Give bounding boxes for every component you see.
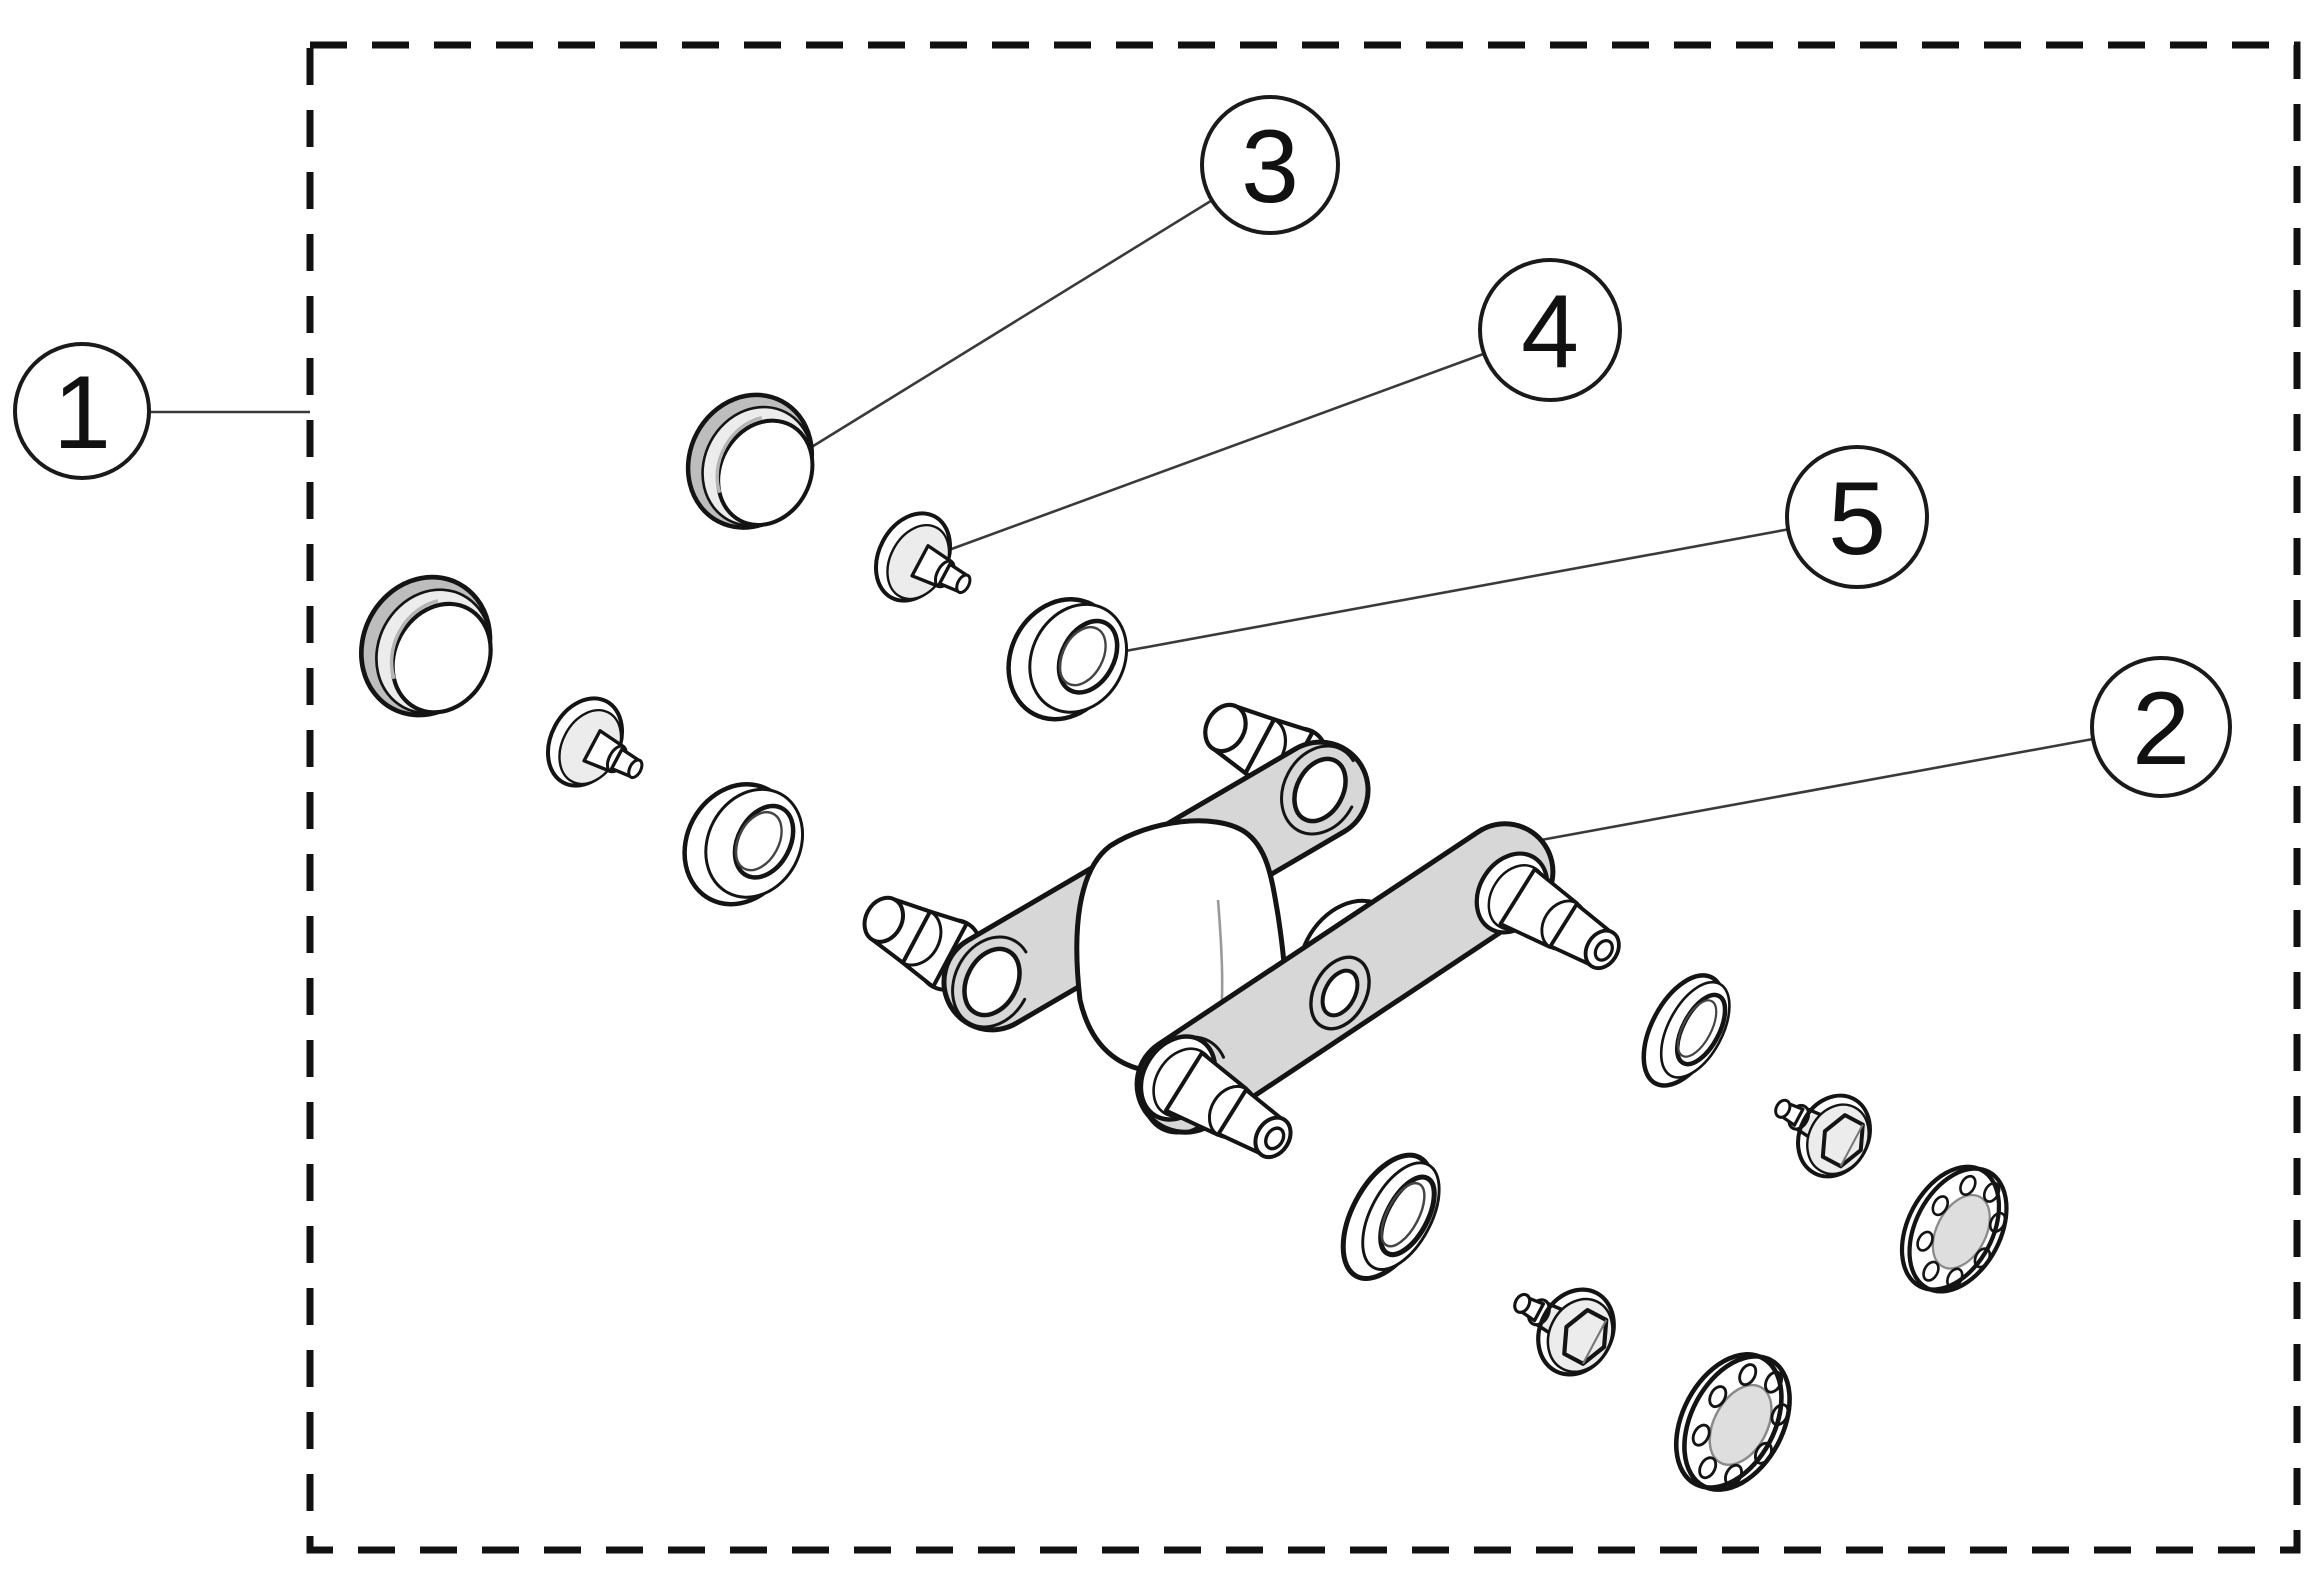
leader-line-4 (926, 351, 1487, 560)
bracket-assembly (851, 686, 1637, 1183)
leader-lines (142, 197, 2094, 844)
callout-1-label: 1 (53, 355, 111, 471)
rear-right-eye-hole (1292, 756, 1348, 824)
callout-5-label: 5 (1828, 461, 1886, 577)
rear-right-eye-rim (1280, 744, 1360, 836)
rear-left-eye-rim (951, 935, 1033, 1029)
callout-3-circle (1200, 95, 1340, 235)
callout-3: 3 (1200, 95, 1340, 235)
callout-1-circle (13, 342, 151, 480)
callout-3-label: 3 (1241, 109, 1299, 225)
front-center-ring (1309, 955, 1371, 1031)
rear-left-eye-hole (962, 946, 1022, 1018)
callout-5: 5 (1785, 445, 1929, 589)
callout-2: 2 (2090, 656, 2232, 798)
leader-line-3 (809, 197, 1215, 450)
front-center-hole (1320, 968, 1360, 1018)
callout-4-label: 4 (1521, 274, 1579, 390)
leader-line-2 (1529, 737, 2094, 844)
boundary-box (306, 41, 2301, 1554)
callout-1: 1 (13, 342, 151, 480)
callout-5-circle (1785, 445, 1929, 589)
callout-4: 4 (1478, 258, 1622, 402)
callout-4-circle (1478, 258, 1622, 402)
callout-2-circle (2090, 656, 2232, 798)
leader-line-5 (1119, 527, 1791, 654)
callout-2-label: 2 (2132, 671, 2190, 787)
